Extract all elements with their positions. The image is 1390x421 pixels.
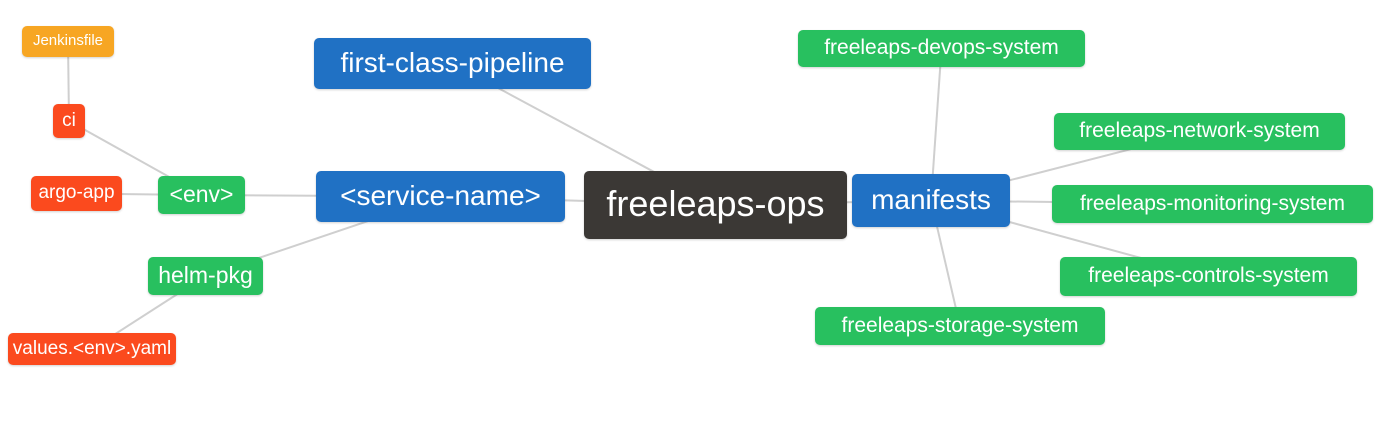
mindmap-node-label: freeleaps-controls-system [1088, 264, 1329, 287]
mindmap-node-env[interactable]: <env> [158, 176, 245, 214]
mindmap-node-ci[interactable]: ci [53, 104, 85, 138]
mindmap-node-freeleaps-devops-system[interactable]: freeleaps-devops-system [798, 30, 1085, 67]
mindmap-node-label: freeleaps-ops [606, 183, 825, 224]
mindmap-node-label: first-class-pipeline [340, 46, 565, 78]
mindmap-node-label: helm-pkg [158, 261, 253, 288]
mindmap-node-label: Jenkinsfile [32, 32, 104, 49]
mindmap-node-argo-app[interactable]: argo-app [31, 176, 122, 211]
mindmap-node-values-env-yaml[interactable]: values.<env>.yaml [8, 333, 176, 365]
mindmap-node-label: ci [62, 109, 76, 131]
mindmap-node-first-class-pipeline[interactable]: first-class-pipeline [314, 38, 591, 89]
mindmap-node-jenkinsfile[interactable]: Jenkinsfile [22, 26, 114, 57]
mindmap-node-label: <env> [169, 180, 234, 207]
mindmap-node-freeleaps-controls-system[interactable]: freeleaps-controls-system [1060, 257, 1357, 296]
mindmap-node-label: manifests [871, 183, 991, 215]
mindmap-node-label: freeleaps-monitoring-system [1080, 191, 1345, 215]
mindmap-node-label: argo-app [38, 182, 115, 203]
mindmap-node-label: freeleaps-network-system [1079, 119, 1320, 142]
mindmap-node-service-name[interactable]: <service-name> [316, 171, 565, 222]
mindmap-node-helm-pkg[interactable]: helm-pkg [148, 257, 263, 295]
mindmap-node-label: <service-name> [340, 179, 541, 211]
mindmap-node-label: freeleaps-storage-system [841, 313, 1079, 337]
mindmap-node-label: freeleaps-devops-system [824, 36, 1059, 59]
mindmap-node-freeleaps-network-system[interactable]: freeleaps-network-system [1054, 113, 1345, 150]
mindmap-node-freeleaps-storage-system[interactable]: freeleaps-storage-system [815, 307, 1105, 345]
mindmap-node-freeleaps-ops[interactable]: freeleaps-ops [584, 171, 847, 239]
mindmap-node-manifests[interactable]: manifests [852, 174, 1010, 227]
mindmap-node-label: values.<env>.yaml [12, 337, 172, 359]
mindmap-node-freeleaps-monitoring-system[interactable]: freeleaps-monitoring-system [1052, 185, 1373, 223]
